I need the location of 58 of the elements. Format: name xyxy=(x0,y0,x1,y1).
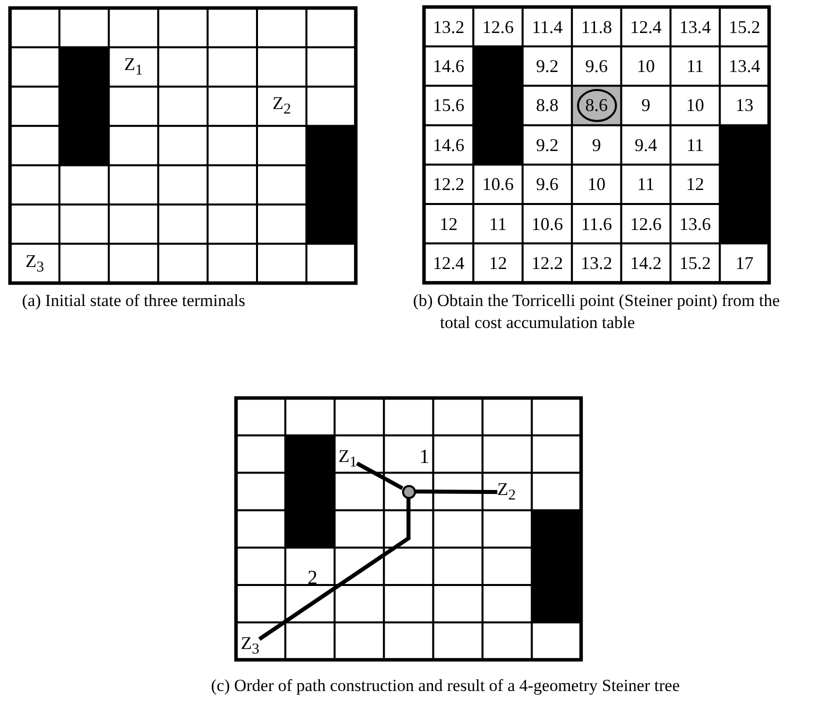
terminal-label: Z$_{2}$ xyxy=(272,94,291,118)
cost-value: 13.2 xyxy=(580,254,612,272)
cost-value: 11 xyxy=(637,175,654,194)
cost-value: 9.2 xyxy=(536,136,558,154)
cost-value: 11.4 xyxy=(532,18,563,36)
cost-value: 12 xyxy=(488,254,507,272)
cost-value: 8.8 xyxy=(536,96,558,114)
order-number: 1 xyxy=(419,446,430,467)
cost-value: 12.6 xyxy=(630,214,662,233)
caption: (c) Order of path construction and result of a 4-geometry Steiner tree xyxy=(211,675,680,697)
cost-value: 10 xyxy=(636,57,655,76)
terminal-label: Z$_{3}$ xyxy=(25,252,44,276)
cost-value: 9.2 xyxy=(536,57,558,76)
cost-value: 13.2 xyxy=(432,18,464,36)
cost-value: 14.2 xyxy=(630,254,662,272)
cost-value: 13.6 xyxy=(679,214,711,233)
cost-value: 11 xyxy=(489,214,507,233)
caption: (a) Initial state of three terminals xyxy=(22,290,246,312)
tree-path xyxy=(415,490,498,494)
cost-value: 12.2 xyxy=(531,254,563,272)
cost-value: 11.8 xyxy=(581,18,612,36)
cost-value: 11.6 xyxy=(581,214,612,233)
terminal-label: Z$_{3}$ xyxy=(240,634,260,658)
cost-value: 14.6 xyxy=(432,136,464,154)
cost-value: 12.4 xyxy=(432,254,464,272)
cost-value: 10 xyxy=(588,175,606,194)
cost-value: 12.6 xyxy=(482,18,514,36)
cost-value: 14.6 xyxy=(432,57,464,76)
cost-value: 9 xyxy=(592,136,602,154)
terminal-label: Z$_{1}$ xyxy=(124,55,143,79)
cost-value: 11 xyxy=(686,57,704,76)
tree-path xyxy=(356,462,404,490)
caption: (b) Obtain the Torricelli point (Steiner point) from the total cost accumulation table xyxy=(413,290,781,334)
steiner-point xyxy=(402,484,416,498)
cost-value: 9.6 xyxy=(585,57,608,76)
cost-value: 12.2 xyxy=(432,175,464,194)
cost-value: 9.6 xyxy=(536,175,558,194)
circled-value: 8.6 xyxy=(576,89,617,122)
cost-value: 13.4 xyxy=(728,57,760,76)
cost-value: 9.4 xyxy=(634,136,658,154)
cost-value: 9 xyxy=(641,96,650,114)
cost-value: 12 xyxy=(440,214,458,233)
tree-path xyxy=(258,498,410,641)
cost-value: 17 xyxy=(735,254,754,272)
cost-value: 10.6 xyxy=(482,175,514,194)
cost-value: 12.4 xyxy=(630,18,662,36)
cost-value: 11 xyxy=(686,136,704,154)
terminal-label: Z$_{1}$ xyxy=(338,446,358,470)
order-number: 2 xyxy=(307,568,318,588)
cost-value: 10.6 xyxy=(531,214,563,233)
cost-value: 15.2 xyxy=(679,254,711,272)
cost-value: 10 xyxy=(686,96,704,114)
cost-value: 15.2 xyxy=(728,18,760,36)
cost-value: 13 xyxy=(735,96,754,114)
cost-value: 15.6 xyxy=(432,96,464,114)
cost-value: 12 xyxy=(686,175,704,194)
cost-value: 13.4 xyxy=(679,18,711,36)
terminal-label: Z$_{2}$ xyxy=(497,480,516,504)
